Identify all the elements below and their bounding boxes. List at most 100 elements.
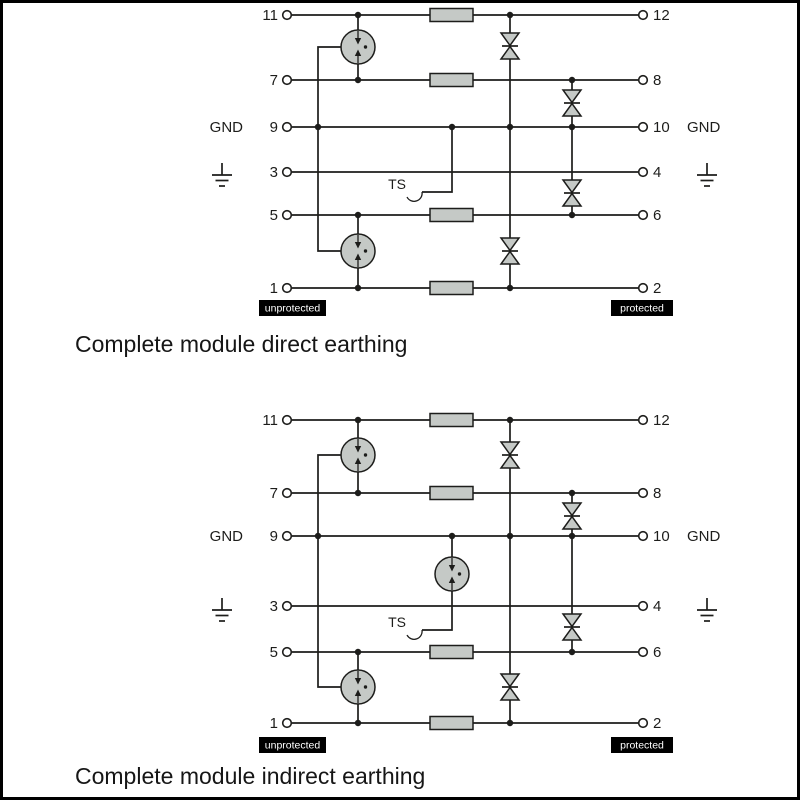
gnd-label-right: GND	[687, 528, 721, 545]
earthing-gas-discharge-tube-symbol	[434, 556, 470, 592]
terminal-9	[281, 530, 293, 542]
tvs-diode-symbol	[562, 89, 582, 117]
junction-dot	[354, 11, 362, 19]
unprotected-badge	[259, 300, 326, 316]
resistor-symbol	[429, 207, 474, 223]
resistor-symbol	[429, 412, 474, 428]
terminal-5	[281, 209, 293, 221]
protected-badge	[611, 737, 673, 753]
junction-dot	[506, 719, 514, 727]
unprotected-badge-label: unprotected	[265, 303, 321, 315]
tvs-diode-symbol	[562, 179, 582, 207]
terminal-4	[637, 166, 649, 178]
earth-symbol-left	[211, 597, 233, 622]
protected-badge-label: protected	[620, 303, 664, 315]
protected-badge-label: protected	[620, 740, 664, 752]
junction-dot	[354, 284, 362, 292]
resistor-symbol	[429, 72, 474, 88]
junction-dot	[314, 123, 322, 131]
junction-dot	[448, 123, 456, 131]
terminal-6	[637, 646, 649, 658]
terminal-number: 9	[270, 528, 278, 545]
terminal-7	[281, 487, 293, 499]
earth-symbol-left	[211, 162, 233, 187]
terminal-12	[637, 414, 649, 426]
terminal-11	[281, 414, 293, 426]
terminal-number: 11	[262, 7, 278, 24]
earth-symbol-right	[696, 597, 718, 622]
ts-label: TS	[388, 614, 406, 630]
diagram-caption-indirect: Complete module indirect earthing	[75, 763, 425, 789]
terminal-1	[281, 282, 293, 294]
earth-symbol-right	[696, 162, 718, 187]
junction-dot	[506, 123, 514, 131]
terminal-5	[281, 646, 293, 658]
terminal-3	[281, 600, 293, 612]
terminal-number: 4	[653, 164, 661, 181]
gas-discharge-tube-symbol	[340, 233, 376, 269]
junction-dot	[354, 211, 362, 219]
terminal-4	[637, 600, 649, 612]
resistor-symbol	[429, 280, 474, 296]
junction-dot	[506, 532, 514, 540]
terminal-number: 6	[653, 207, 661, 224]
terminal-10	[637, 530, 649, 542]
gas-discharge-tube-symbol	[340, 669, 376, 705]
junction-dot	[506, 11, 514, 19]
terminal-2	[637, 282, 649, 294]
resistor-symbol	[429, 7, 474, 23]
terminal-number: 8	[653, 72, 661, 89]
ts-label: TS	[388, 176, 406, 192]
terminal-9	[281, 121, 293, 133]
gas-discharge-tube-symbol	[340, 437, 376, 473]
terminal-number: 5	[270, 207, 278, 224]
junction-dot	[354, 719, 362, 727]
tvs-diode-symbol	[500, 441, 520, 469]
junction-dot	[506, 416, 514, 424]
terminal-number: 10	[653, 528, 670, 545]
wire-ts-tap	[422, 127, 453, 193]
terminal-number: 10	[653, 119, 670, 136]
terminal-number: 2	[653, 280, 661, 297]
terminal-number: 8	[653, 485, 661, 502]
unprotected-badge-label: unprotected	[265, 740, 321, 752]
terminal-number: 12	[653, 7, 670, 24]
tvs-diode-symbol	[500, 673, 520, 701]
terminal-12	[637, 9, 649, 21]
junction-dot	[354, 489, 362, 497]
terminal-number: 6	[653, 644, 661, 661]
terminal-number: 11	[262, 412, 278, 429]
terminal-number: 7	[270, 72, 278, 89]
resistor-symbol	[429, 715, 474, 731]
junction-dot	[568, 648, 576, 656]
diagram-indirect-earthing: 11 7 9 3 5 1 12 8 10 4 6 2 GND GND TS un…	[75, 412, 721, 789]
gas-discharge-tube-symbol	[340, 29, 376, 65]
junction-dot	[314, 532, 322, 540]
terminal-8	[637, 487, 649, 499]
diagram-caption-direct: Complete module direct earthing	[75, 331, 407, 357]
tvs-diode-symbol	[500, 32, 520, 60]
junction-dot	[568, 76, 576, 84]
terminal-7	[281, 74, 293, 86]
terminal-number: 1	[270, 715, 278, 732]
terminal-number: 5	[270, 644, 278, 661]
terminal-number: 1	[270, 280, 278, 297]
gnd-label-left: GND	[210, 528, 244, 545]
terminal-3	[281, 166, 293, 178]
tvs-diode-symbol	[562, 613, 582, 641]
junction-dot	[354, 416, 362, 424]
wire-gdt-ground-elbow	[317, 454, 341, 688]
terminal-6	[637, 209, 649, 221]
terminal-10	[637, 121, 649, 133]
wire-gdt-ground-elbow	[317, 46, 341, 252]
terminal-number: 3	[270, 164, 278, 181]
tvs-diode-symbol	[500, 237, 520, 265]
terminal-number: 7	[270, 485, 278, 502]
disconnect-arc	[406, 191, 423, 202]
junction-dot	[568, 123, 576, 131]
gnd-label-right: GND	[687, 119, 721, 136]
terminal-1	[281, 717, 293, 729]
